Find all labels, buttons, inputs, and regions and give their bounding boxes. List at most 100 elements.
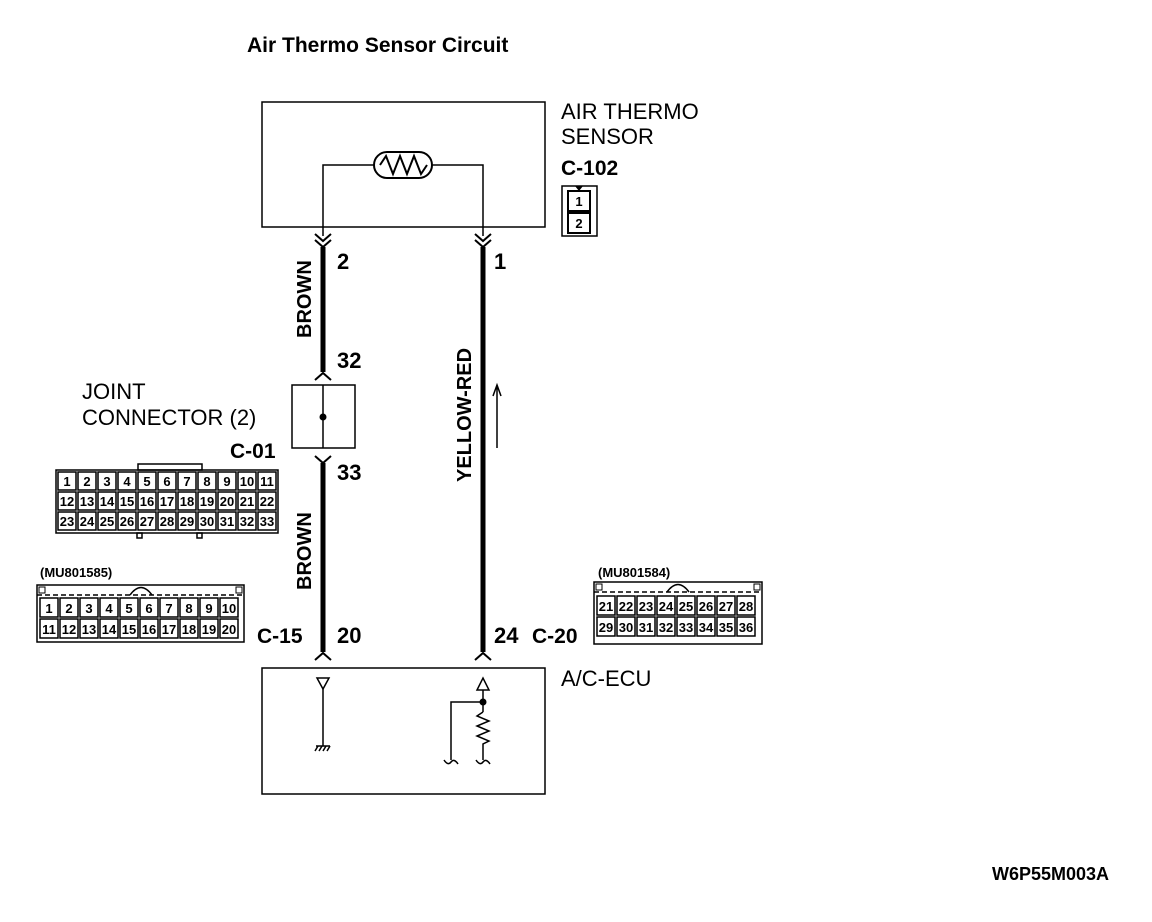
ecu-input-triangle-left bbox=[315, 677, 331, 691]
c20-pin-32: 32 bbox=[659, 620, 673, 635]
c15-pin-20: 20 bbox=[222, 622, 236, 637]
c20-pin-29: 29 bbox=[599, 620, 613, 635]
c01-pin-30: 30 bbox=[200, 514, 214, 529]
c102-pin-1: 1 bbox=[575, 194, 582, 209]
c20-cell-box bbox=[616, 616, 636, 637]
c01-cell-box bbox=[97, 491, 117, 511]
c15-pin-2: 2 bbox=[65, 601, 72, 616]
c20-cell-box bbox=[636, 616, 656, 637]
c15-cell-box bbox=[119, 618, 139, 639]
c20-cell-box bbox=[656, 595, 676, 616]
c15-cell-box bbox=[159, 618, 179, 639]
c20-cell-box bbox=[616, 595, 636, 616]
c01-pin-25: 25 bbox=[100, 514, 114, 529]
chevron-left-bottom bbox=[314, 651, 332, 661]
c20-part-number: (MU801584) bbox=[598, 565, 670, 580]
c15-pin-18: 18 bbox=[182, 622, 196, 637]
c20-pin-27: 27 bbox=[719, 599, 733, 614]
c15-cell-box bbox=[79, 597, 99, 618]
c01-cell-box bbox=[217, 471, 237, 491]
c01-pin-5: 5 bbox=[143, 474, 150, 489]
c01-pin-20: 20 bbox=[220, 494, 234, 509]
c01-cell-box bbox=[257, 491, 277, 511]
c20-cell-box bbox=[596, 616, 616, 637]
c20-cell-box bbox=[716, 616, 736, 637]
c01-cell-box bbox=[177, 471, 197, 491]
c20-pin-23: 23 bbox=[639, 599, 653, 614]
wire-color-brown-upper: BROWN bbox=[294, 260, 316, 338]
c01-cell-box bbox=[117, 471, 137, 491]
c15-cell-box bbox=[199, 597, 219, 618]
c15-cell-box bbox=[159, 597, 179, 618]
sensor-name-line1: AIR THERMO bbox=[561, 99, 699, 124]
c01-cell-box bbox=[77, 471, 97, 491]
sensor-name-line2: SENSOR bbox=[561, 124, 654, 149]
c01-cell-box bbox=[137, 491, 157, 511]
c15-part-number: (MU801585) bbox=[40, 565, 112, 580]
c01-pin-23: 23 bbox=[60, 514, 74, 529]
c20-pin-31: 31 bbox=[639, 620, 653, 635]
c01-pin-32: 32 bbox=[240, 514, 254, 529]
c01-pin-3: 3 bbox=[103, 474, 110, 489]
c01-pin-9: 9 bbox=[223, 474, 230, 489]
c15-cell-box bbox=[199, 618, 219, 639]
c01-cell-box bbox=[257, 511, 277, 531]
c20-cell-box bbox=[656, 616, 676, 637]
wire-color-brown-lower: BROWN bbox=[294, 512, 316, 590]
c15-pin-9: 9 bbox=[205, 601, 212, 616]
c20-pin-33: 33 bbox=[679, 620, 693, 635]
c20-cell-box bbox=[716, 595, 736, 616]
c15-cell-box bbox=[119, 597, 139, 618]
sensor-pin-2-label: 2 bbox=[337, 249, 349, 274]
c01-pin-31: 31 bbox=[220, 514, 234, 529]
c15-pin-15: 15 bbox=[122, 622, 136, 637]
c15-cell-box bbox=[39, 618, 59, 639]
c01-cell-box bbox=[57, 491, 77, 511]
c102-pin-2: 2 bbox=[575, 216, 582, 231]
c20-pin-36: 36 bbox=[739, 620, 753, 635]
c01-pin-8: 8 bbox=[203, 474, 210, 489]
c20-pin-34: 34 bbox=[699, 620, 714, 635]
c01-pin-24: 24 bbox=[80, 514, 95, 529]
c20-pin-30: 30 bbox=[619, 620, 633, 635]
c01-pin-22: 22 bbox=[260, 494, 274, 509]
c20-cell-box bbox=[596, 595, 616, 616]
c01-cell-box bbox=[197, 511, 217, 531]
c15-pin-17: 17 bbox=[162, 622, 176, 637]
c01-pin-2: 2 bbox=[83, 474, 90, 489]
c20-cell-box bbox=[676, 595, 696, 616]
c01-pin-27: 27 bbox=[140, 514, 154, 529]
ecu-input-triangle-right bbox=[475, 676, 491, 691]
joint-node-dot bbox=[319, 413, 327, 421]
ecu-branch-wire bbox=[443, 701, 483, 765]
ground-icon bbox=[314, 745, 331, 752]
c15-pin-13: 13 bbox=[82, 622, 96, 637]
c15-pin-11: 11 bbox=[42, 622, 56, 637]
c15-pin-12: 12 bbox=[62, 622, 76, 637]
c01-pin-29: 29 bbox=[180, 514, 194, 529]
c20-pin-25: 25 bbox=[679, 599, 693, 614]
c01-pin-7: 7 bbox=[183, 474, 190, 489]
c20-pin-26: 26 bbox=[699, 599, 713, 614]
ecu-resistor-break bbox=[475, 759, 491, 765]
c15-cell-box bbox=[179, 597, 199, 618]
c01-cell-box bbox=[237, 511, 257, 531]
c15-pin-19: 19 bbox=[202, 622, 216, 637]
joint-name-line1: JOINT bbox=[82, 379, 146, 404]
c15-pin-5: 5 bbox=[125, 601, 132, 616]
c15-cell-box bbox=[139, 597, 159, 618]
c15-cell-box bbox=[79, 618, 99, 639]
c15-cell-box bbox=[219, 618, 239, 639]
c01-cell-box bbox=[57, 511, 77, 531]
c01-pin-16: 16 bbox=[140, 494, 154, 509]
joint-name-line2: CONNECTOR (2) bbox=[82, 405, 256, 430]
c01-pin-28: 28 bbox=[160, 514, 174, 529]
c20-cell-box bbox=[676, 616, 696, 637]
c01-cell-box bbox=[77, 511, 97, 531]
c01-pin-21: 21 bbox=[240, 494, 254, 509]
c15-connector-label: C-15 bbox=[257, 625, 303, 648]
c01-cell-box bbox=[157, 471, 177, 491]
wire-color-yellow-red: YELLOW-RED bbox=[454, 348, 476, 482]
c01-pin-6: 6 bbox=[163, 474, 170, 489]
